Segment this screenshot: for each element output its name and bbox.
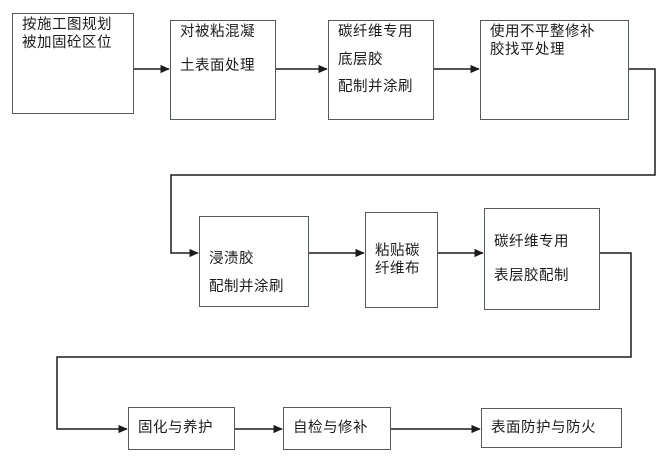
node-line: 配制并涂刷 — [209, 278, 284, 295]
node-line: 配制并涂刷 — [338, 79, 413, 95]
node-line: 使用不平整修补 — [490, 24, 595, 40]
node-line: 自检与修补 — [293, 420, 368, 437]
node-line: 底层胶 — [338, 51, 383, 68]
node-curing-and-maintenance[interactable]: 固化与养护 — [128, 407, 235, 450]
node-topcoat-adhesive-mix[interactable]: 碳纤维专用 表层胶配制 — [484, 208, 600, 310]
node-concrete-surface-treatment[interactable]: 对被粘混凝 土表面处理 — [170, 20, 276, 120]
node-line: 土表面处理 — [180, 57, 255, 74]
node-line: 被加固砼区位 — [22, 34, 112, 51]
node-line: 按施工图规划 — [22, 17, 112, 33]
node-line: 表面防护与防火 — [491, 419, 596, 436]
node-plan-reinforcement-zone[interactable]: 按施工图规划 被加固砼区位 — [12, 13, 134, 114]
edge-n4-n5 — [170, 68, 656, 258]
edge-n7-n8 — [56, 252, 632, 434]
node-self-inspection-and-repair[interactable]: 自检与修补 — [283, 407, 391, 450]
node-surface-protection-and-fireproofing[interactable]: 表面防护与防火 — [481, 408, 622, 448]
node-apply-carbon-fiber-sheet[interactable]: 粘贴碳 纤维布 — [365, 212, 438, 308]
node-primer-adhesive-mix-and-brush[interactable]: 碳纤维专用 底层胶 配制并涂刷 — [328, 20, 434, 120]
node-line: 碳纤维专用 — [494, 234, 569, 250]
node-line: 对被粘混凝 — [180, 24, 255, 40]
node-line: 碳纤维专用 — [338, 24, 413, 40]
node-line: 浸渍胶 — [209, 251, 254, 267]
node-line: 纤维布 — [375, 260, 420, 277]
node-line: 固化与养护 — [138, 420, 213, 437]
node-line: 表层胶配制 — [494, 267, 569, 284]
node-line: 粘贴碳 — [375, 243, 420, 259]
node-line: 胶找平处理 — [490, 41, 565, 58]
node-saturating-resin-mix-and-brush[interactable]: 浸渍胶 配制并涂刷 — [199, 216, 309, 307]
node-leveling-putty-repair[interactable]: 使用不平整修补 胶找平处理 — [480, 20, 629, 120]
